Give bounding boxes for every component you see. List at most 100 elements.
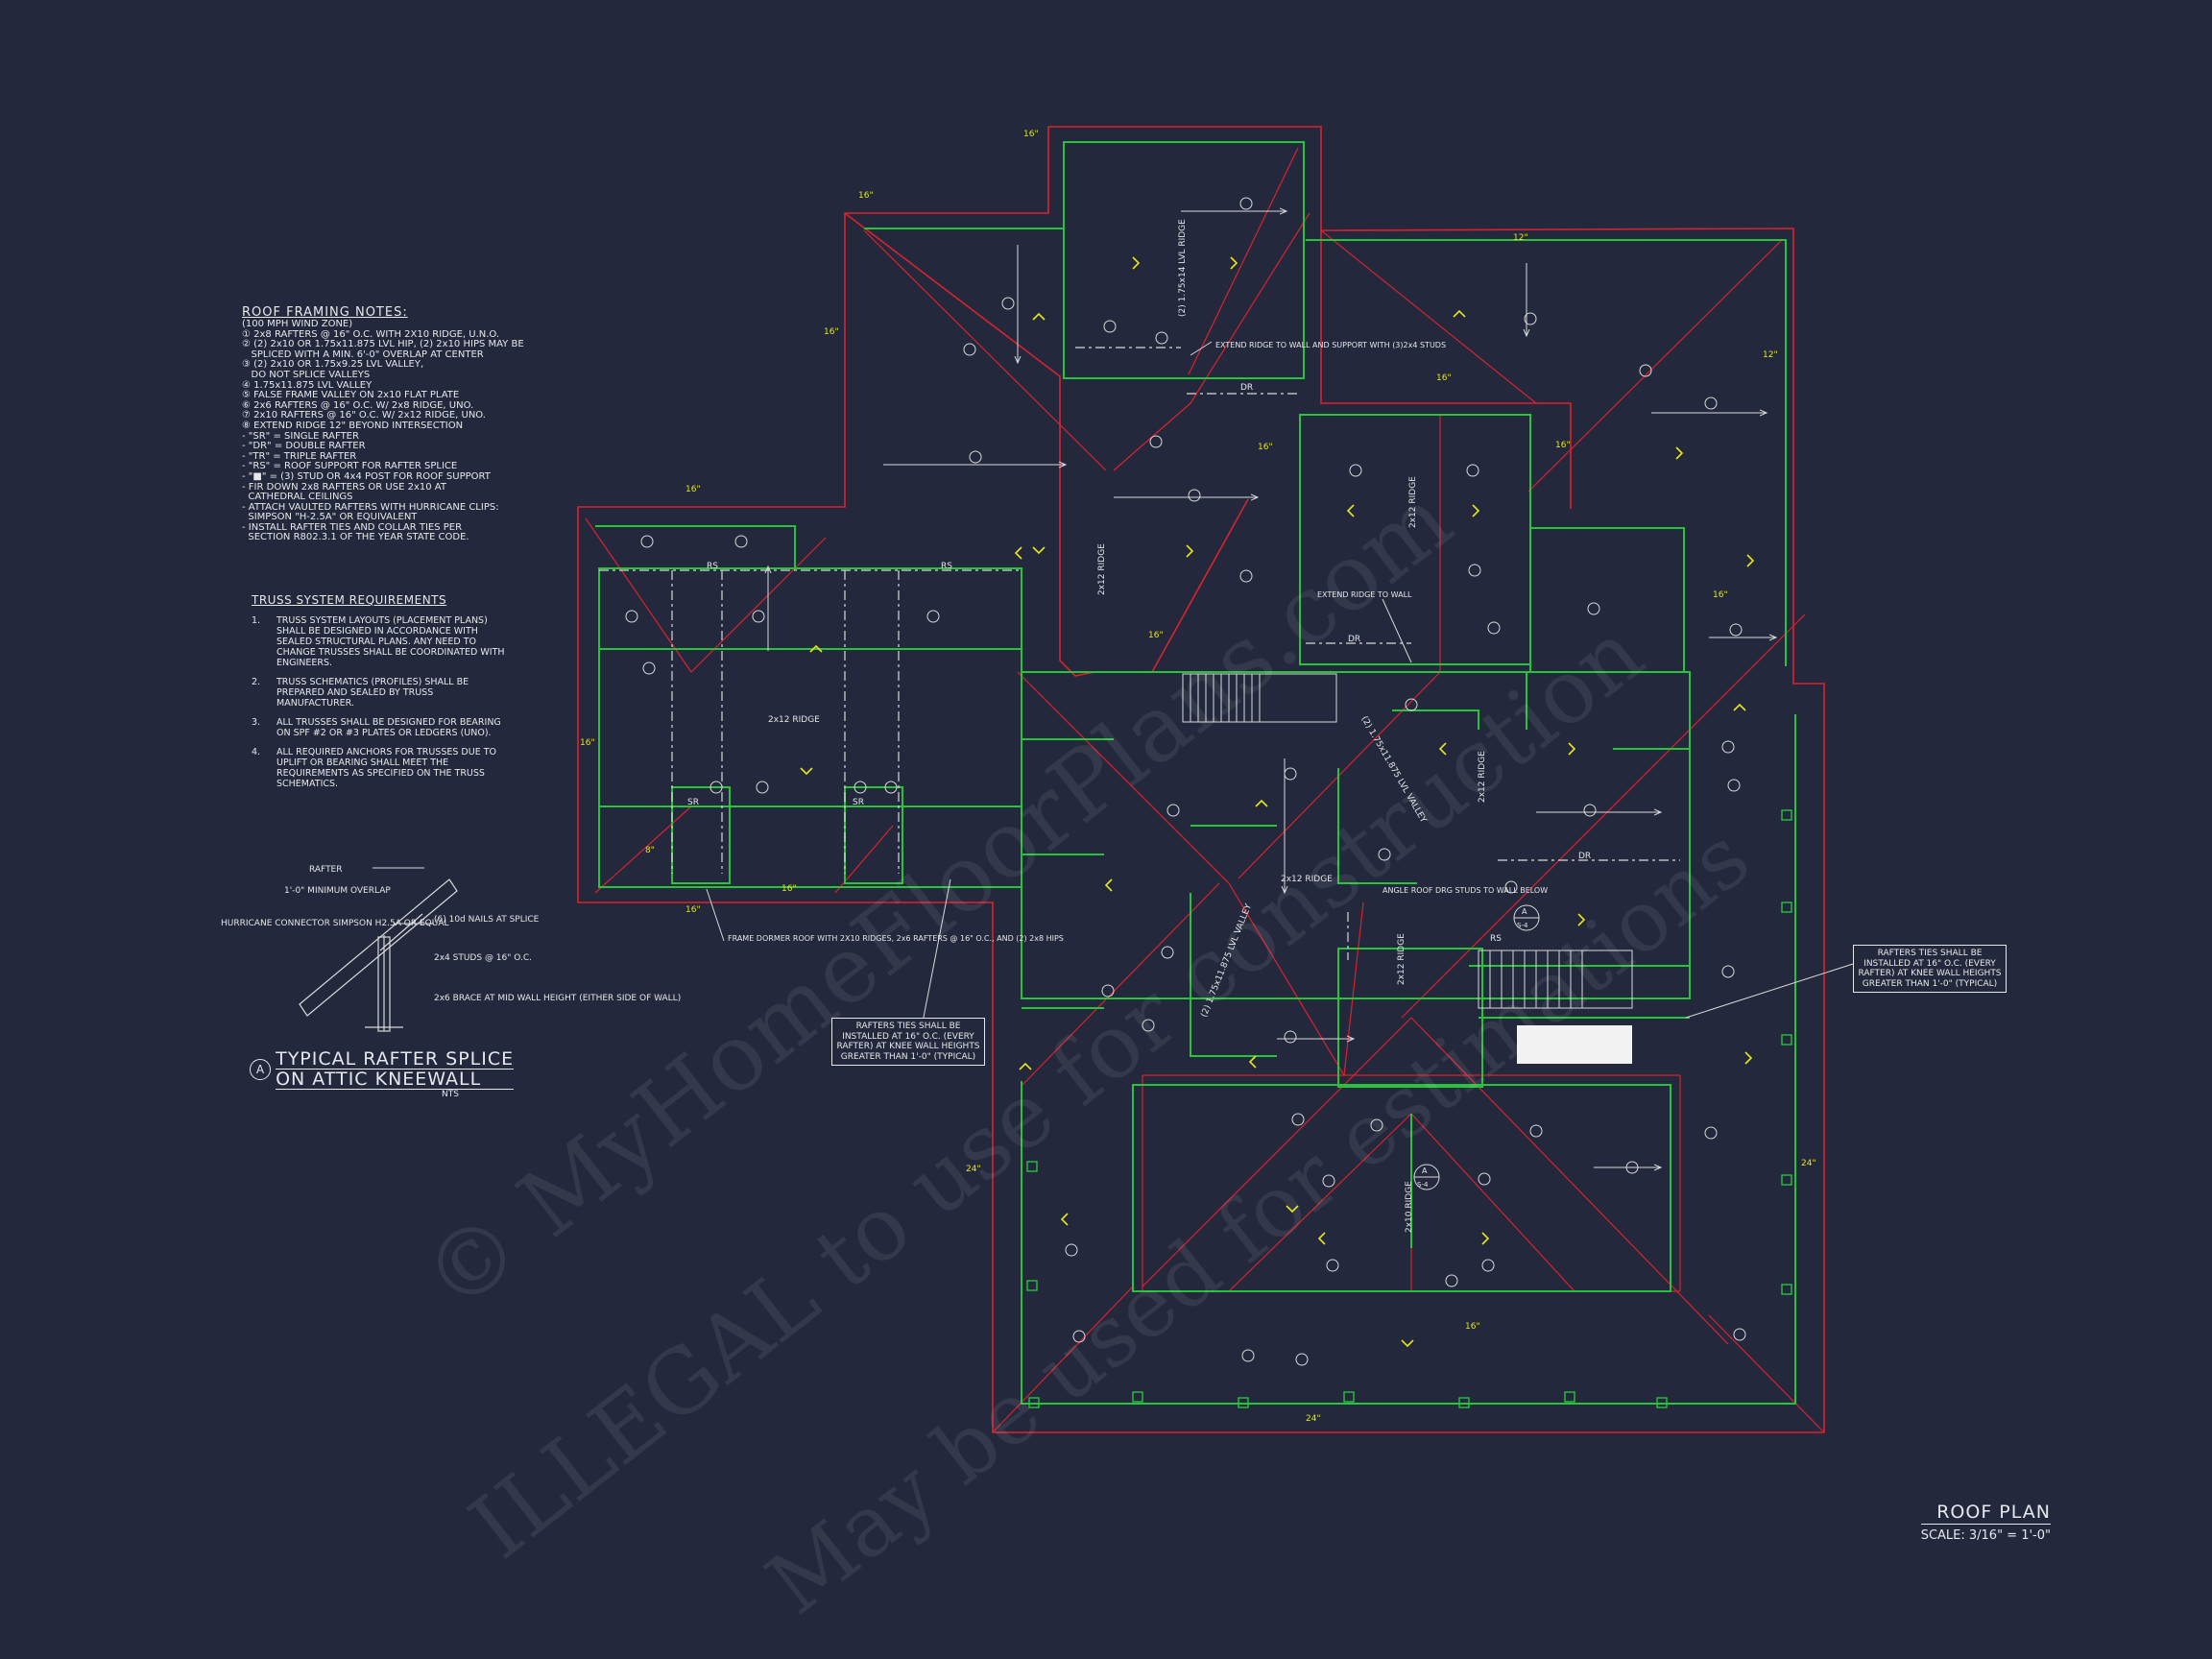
truss-item-number: 2. <box>252 677 261 687</box>
truss-requirement-item: 1. TRUSS SYSTEM LAYOUTS (PLACEMENT PLANS)… <box>252 615 507 668</box>
rs-label-3: RS <box>1490 934 1502 944</box>
truss-requirements-list: 1. TRUSS SYSTEM LAYOUTS (PLACEMENT PLANS)… <box>252 615 507 789</box>
truss-item-number: 1. <box>252 615 261 626</box>
overhang-12-top: 12" <box>1513 233 1528 243</box>
extend-ridge-support: EXTEND RIDGE TO WALL AND SUPPORT WITH (3… <box>1215 341 1446 349</box>
ridge-2x12-small: 2x12 RIDGE <box>1281 875 1333 884</box>
section-sheet-1: S-4 <box>1517 922 1528 929</box>
roof-note-line: SIMPSON "H-2.5A" OR EQUIVALENT <box>242 512 418 523</box>
detail-scale: NTS <box>442 1090 459 1099</box>
roof-note-line: ⑧ EXTEND RIDGE 12" BEYOND INTERSECTION <box>242 420 464 431</box>
section-sheet-2: S-4 <box>1417 1181 1429 1189</box>
truss-requirements: TRUSS SYSTEM REQUIREMENTS 1. TRUSS SYSTEM… <box>252 593 507 789</box>
ridge-2x12-label: 2x12 RIDGE <box>768 715 820 725</box>
ridge-2x12-vertical: 2x12 RIDGE <box>1097 543 1107 595</box>
roof-framing-notes: ROOF FRAMING NOTES: (100 MPH WIND ZONE)①… <box>242 305 524 543</box>
callout-rafter-ties-right: RAFTERS TIES SHALL BE INSTALLED AT 16" O… <box>1853 945 2007 993</box>
overhang-24-south: 24" <box>1306 1414 1321 1424</box>
truss-item-text: ALL REQUIRED ANCHORS FOR TRUSSES DUE TO … <box>276 747 496 789</box>
overhang-16-south: 16" <box>1465 1322 1480 1332</box>
overhang-24-e: 24" <box>1801 1159 1816 1168</box>
label-connector: HURRICANE CONNECTOR SIMPSON H2.5A OR EQU… <box>221 919 449 928</box>
posts <box>1026 809 1792 1408</box>
splice-detail-labels: RAFTER 1'-0" MINIMUM OVERLAP HURRICANE C… <box>221 865 681 1003</box>
roof-framing-notes-list: (100 MPH WIND ZONE)① 2x8 RAFTERS @ 16" O… <box>242 319 524 543</box>
sheet-title: ROOF PLAN SCALE: 3/16" = 1'-0" <box>1920 1502 2051 1543</box>
roof-note-line: - "TR" = TRIPLE RAFTER <box>242 450 357 462</box>
splice-detail-title: A TYPICAL RAFTER SPLICE ON ATTIC KNEEWAL… <box>250 1048 515 1099</box>
overhang-16-mid3: 16" <box>1436 373 1452 383</box>
overhang-16-mid4: 16" <box>1148 631 1164 640</box>
lvl-valley-label-1: (2) 1.75x11.875 LVL VALLEY <box>1358 715 1428 826</box>
sheet-scale: SCALE: 3/16" = 1'-0" <box>1920 1528 2051 1543</box>
dr-label-2: DR <box>1348 635 1360 644</box>
overhang-12-right: 12" <box>1763 350 1778 360</box>
truss-requirement-item: 2. TRUSS SCHEMATICS (PROFILES) SHALL BE P… <box>252 677 507 709</box>
truss-requirement-item: 3.ALL TRUSSES SHALL BE DESIGNED FOR BEAR… <box>252 717 507 738</box>
detail-tag: A <box>250 1059 271 1080</box>
ridge-2x12-vertical-4: 2x12 RIDGE <box>1397 933 1407 985</box>
detail-title-line1: TYPICAL RAFTER SPLICE <box>276 1048 515 1070</box>
roof-note-line: - "RS" = ROOF SUPPORT FOR RAFTER SPLICE <box>242 461 458 472</box>
roof-note-line: - ATTACH VAULTED RAFTERS WITH HURRICANE … <box>242 501 499 513</box>
rs-label-1: RS <box>707 562 718 571</box>
label-studs: 2x4 STUDS @ 16" O.C. <box>434 953 532 963</box>
slope-arrows <box>800 256 1755 1348</box>
roof-note-line: - INSTALL RAFTER TIES AND COLLAR TIES PE… <box>242 521 463 533</box>
callout-tags <box>625 197 1746 1366</box>
dr-label-3: DR <box>1578 852 1591 861</box>
roof-note-line: - "■" = (3) STUD OR 4x4 POST FOR ROOF SU… <box>242 470 491 482</box>
overhang-16-s: 16" <box>781 884 797 894</box>
overhang-16-mid: 16" <box>1258 443 1273 452</box>
stairs <box>1182 673 1633 1064</box>
detail-title-line2: ON ATTIC KNEEWALL <box>276 1070 515 1090</box>
roof-note-line: SECTION R802.3.1 OF THE YEAR STATE CODE. <box>242 532 469 543</box>
truss-item-number: 4. <box>252 747 261 757</box>
truss-item-text: TRUSS SYSTEM LAYOUTS (PLACEMENT PLANS) S… <box>276 615 505 668</box>
truss-item-text: TRUSS SCHEMATICS (PROFILES) SHALL BE PRE… <box>276 677 469 709</box>
overhang-left: 16" <box>824 327 839 337</box>
lvl-valley-label-2: (2) 1.75x11.875 LVL VALLEY <box>1200 902 1255 1019</box>
truss-item-number: 3. <box>252 717 261 728</box>
sheet-title-text: ROOF PLAN <box>1920 1502 2051 1525</box>
roof-note-line: ④ 1.75x11.875 LVL VALLEY <box>242 379 373 391</box>
section-marks <box>1413 904 1540 1190</box>
roof-note-line: SPLICED WITH A MIN. 6'-0" OVERLAP AT CEN… <box>242 349 484 360</box>
overhang-16-right: 16" <box>1713 590 1728 600</box>
overhang-ul: 16" <box>858 191 874 201</box>
roof-note-line: - FIR DOWN 2x8 RAFTERS OR USE 2x10 AT <box>242 481 446 493</box>
overhang-16-west: 16" <box>580 738 595 748</box>
ridge-2x10-vertical: 2x10 RIDGE <box>1405 1181 1414 1233</box>
sr-label-2: SR <box>853 798 864 807</box>
roof-note-line: ② (2) 2x10 OR 1.75x11.875 LVL HIP, (2) 2… <box>242 339 524 350</box>
callout-rafter-ties-left: RAFTERS TIES SHALL BE INSTALLED AT 16" O… <box>831 1018 985 1066</box>
section-tag-1: A <box>1522 907 1527 916</box>
roof-outline <box>577 126 1825 1433</box>
angle-roof-label: ANGLE ROOF DRG STUDS TO WALL BELOW <box>1382 886 1548 895</box>
ridge-2x12-vertical-2: 2x12 RIDGE <box>1408 476 1418 528</box>
truss-requirements-title: TRUSS SYSTEM REQUIREMENTS <box>252 593 447 607</box>
overhang-16-mid2: 16" <box>1555 441 1571 450</box>
roof-note-line: - "DR" = DOUBLE RAFTER <box>242 441 366 452</box>
overhang-24-w: 24" <box>966 1165 981 1174</box>
roof-note-line: ③ (2) 2x10 OR 1.75x9.25 LVL VALLEY, <box>242 359 424 371</box>
plan-labels: 2x12 RIDGE 2x12 RIDGE (2) 1.75x14 LVL RI… <box>580 130 1816 1424</box>
dashed-lines <box>599 347 1680 960</box>
roof-note-line: ⑦ 2x10 RAFTERS @ 16" O.C. W/ 2x12 RIDGE,… <box>242 410 486 421</box>
roof-note-line: ⑥ 2x6 RAFTERS @ 16" O.C. W/ 2x8 RIDGE, U… <box>242 399 474 411</box>
roof-hips <box>585 147 1825 1433</box>
lvl-ridge-label: (2) 1.75x14 LVL RIDGE <box>1178 219 1188 317</box>
rs-label-2: RS <box>941 562 952 571</box>
splice-detail-drawing <box>299 878 458 1032</box>
truss-requirement-item: 4. ALL REQUIRED ANCHORS FOR TRUSSES DUE T… <box>252 747 507 789</box>
section-tag-2: A <box>1422 1166 1428 1175</box>
overhang-16-sw: 16" <box>685 905 701 915</box>
overhang-top: 16" <box>1023 130 1039 139</box>
walls <box>595 141 1796 1405</box>
extend-ridge-wall: EXTEND RIDGE TO WALL <box>1317 590 1412 599</box>
roof-note-line: (100 MPH WIND ZONE) <box>242 319 353 329</box>
overhang-16-dormer: 16" <box>685 485 701 494</box>
roof-note-line: DO NOT SPLICE VALLEYS <box>242 369 371 380</box>
leaders <box>373 341 1854 1038</box>
